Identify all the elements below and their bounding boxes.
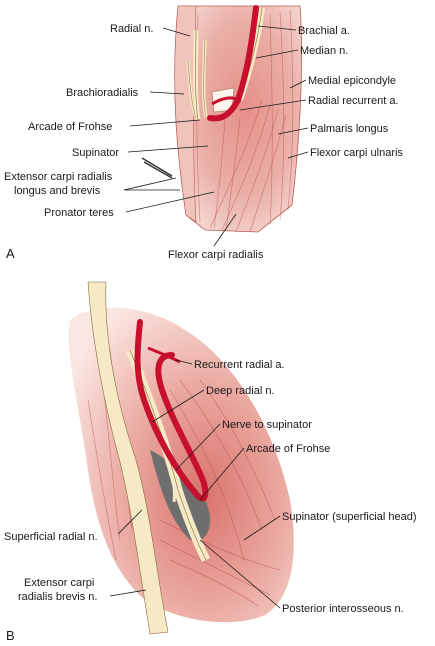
label-radial-recurrent-artery: Radial recurrent a. [308,95,399,107]
label-radial-nerve: Radial n. [110,23,153,35]
label-flexor-carpi-radialis: Flexor carpi radialis [168,249,264,261]
label-ecr-longus-brevis-1: Extensor carpi radialis [4,171,113,183]
radial-recurrent-artery [211,96,239,106]
panel-b-letter: B [6,628,15,643]
retractor [141,157,173,179]
label-supinator-a: Supinator [72,147,119,159]
radial-nerve-branches [186,29,208,121]
panel-b-illustration [68,281,294,635]
nerve-to-supinator [163,454,176,503]
label-pronator-teres: Pronator teres [44,207,114,219]
label-superficial-radial-nerve: Superficial radial n. [4,531,98,543]
label-deep-radial-nerve: Deep radial n. [206,385,275,397]
recurrent-radial-artery [134,319,209,502]
label-flexor-carpi-ulnaris: Flexor carpi ulnaris [310,147,403,159]
panel-b-labels: B Recurrent radial a. Deep radial n. Ner… [4,359,417,643]
label-brachial-artery: Brachial a. [298,25,350,37]
panel-a-labels: A Radial n. Brachial a. Median n. Brachi… [4,23,403,261]
panel-a-letter: A [6,246,15,261]
label-arcade-of-frohse-b: Arcade of Frohse [246,443,330,455]
label-median-nerve: Median n. [300,45,348,57]
label-ecrb-nerve-1: Extensor carpi [24,577,94,589]
label-brachioradialis: Brachioradialis [66,87,139,99]
label-arcade-of-frohse-a: Arcade of Frohse [28,121,112,133]
label-ecr-longus-brevis-2: longus and brevis [14,185,101,197]
label-nerve-to-supinator: Nerve to supinator [222,419,312,431]
superficial-radial-nerve [87,281,169,635]
label-palmaris-longus: Palmaris longus [310,123,389,135]
label-posterior-interosseous-nerve: Posterior interosseous n. [282,603,404,615]
label-ecrb-nerve-2: radialis brevis n. [18,591,97,603]
panel-a-illustration [141,5,302,233]
label-recurrent-radial-artery: Recurrent radial a. [194,359,285,371]
label-medial-epicondyle: Medial epicondyle [308,75,396,87]
label-supinator-superficial-head: Supinator (superficial head) [282,511,417,523]
